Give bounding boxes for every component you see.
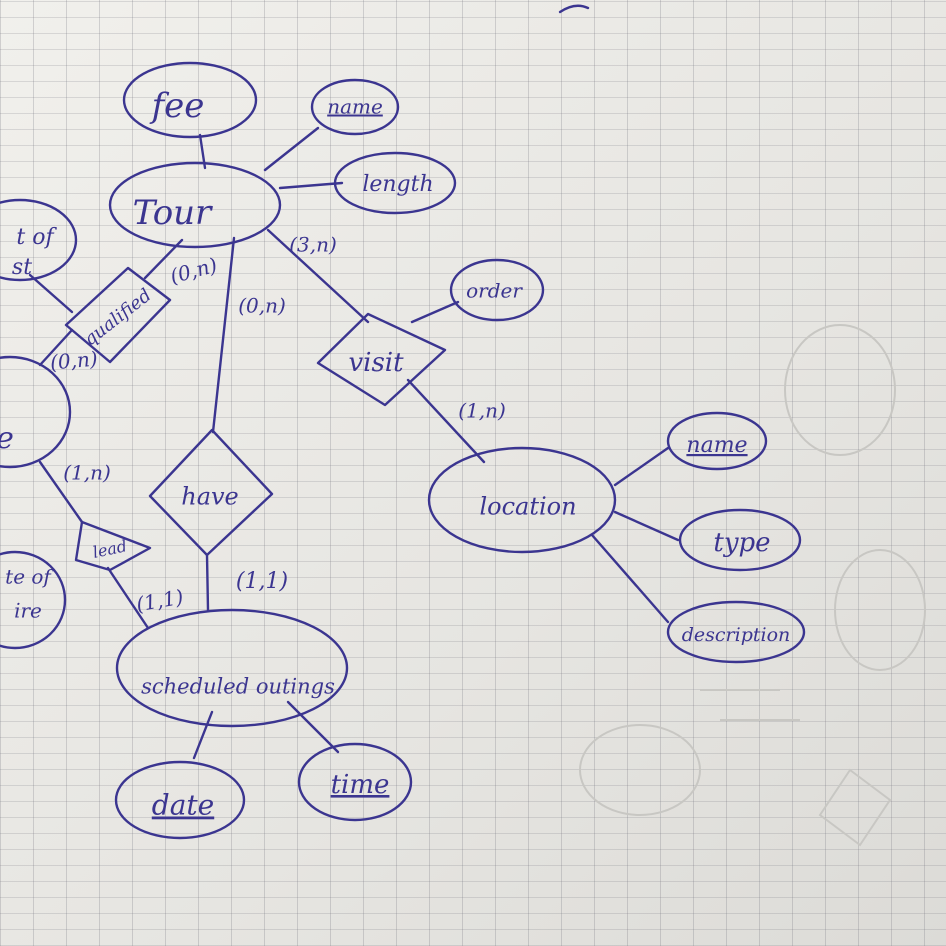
attribute-location-description: description <box>666 600 806 664</box>
relationship-have-label: have <box>181 483 239 511</box>
entity-location-label: location <box>479 493 576 521</box>
attribute-outing-date-label: date <box>152 789 214 822</box>
relationship-have: have <box>148 428 274 557</box>
cardinality-visit-location: (1,n) <box>458 399 506 423</box>
relationship-lead-label: lead <box>91 536 129 562</box>
connector-lines <box>28 126 680 760</box>
attribute-partial-top: t of st <box>0 198 78 282</box>
cardinality-tour-visit: (3,n) <box>289 233 337 257</box>
entity-scheduled-outings: scheduled outings <box>115 608 349 728</box>
attribute-outing-date: date <box>114 760 246 840</box>
relationship-qualified-label: qualified <box>80 285 156 351</box>
attribute-tour-fee-label: fee <box>149 86 205 126</box>
attribute-tour-length: length <box>333 151 457 215</box>
cardinality-labels: (0,n) (0,n) (3,n) (0,n) (1,n) (1,n) (1,1… <box>49 233 506 617</box>
attribute-tour-name-label: name <box>327 95 383 119</box>
attribute-location-description-label: description <box>682 624 791 646</box>
entity-location: location <box>427 446 617 554</box>
relationship-visit: visit <box>316 312 447 407</box>
cardinality-tour-qualified: (0,n) <box>168 253 220 288</box>
attribute-partial-top-line1: t of <box>16 225 57 250</box>
cardinality-qualified-left: (0,n) <box>49 346 98 374</box>
entity-scheduled-outings-label: scheduled outings <box>141 675 335 699</box>
cardinality-tour-have: (0,n) <box>238 294 286 318</box>
cardinality-have-outings: (1,1) <box>236 569 288 594</box>
attribute-partial-left: te of ire <box>0 550 67 650</box>
entity-partial-left-label: e <box>0 421 14 456</box>
faint-background-marks <box>579 324 926 847</box>
entity-tour-label: Tour <box>133 193 213 233</box>
attribute-visit-order: order <box>449 258 545 322</box>
attribute-location-type: type <box>678 508 802 572</box>
attribute-outing-time-label: time <box>331 770 390 800</box>
attribute-visit-order-label: order <box>466 279 523 303</box>
cardinality-lead-outings: (1,1) <box>134 585 185 617</box>
relationship-visit-label: visit <box>348 348 404 378</box>
attribute-outing-time: time <box>297 742 413 822</box>
attribute-tour-fee: fee <box>122 61 258 139</box>
attribute-partial-left-line2: ire <box>14 599 42 623</box>
attribute-tour-name: name <box>310 78 400 136</box>
attribute-partial-left-line1: te of <box>5 565 54 589</box>
attribute-location-name: name <box>666 411 768 471</box>
attribute-location-type-label: type <box>713 528 770 558</box>
stray-pen-mark <box>558 4 590 14</box>
cardinality-left-lead: (1,n) <box>63 461 111 485</box>
entity-partial-left: e <box>0 355 72 469</box>
attribute-partial-top-line2: st <box>12 255 32 280</box>
relationship-lead: lead <box>74 520 152 572</box>
attribute-location-name-label: name <box>686 433 747 458</box>
attribute-tour-length-label: length <box>362 172 433 197</box>
entity-tour: Tour <box>108 161 282 249</box>
